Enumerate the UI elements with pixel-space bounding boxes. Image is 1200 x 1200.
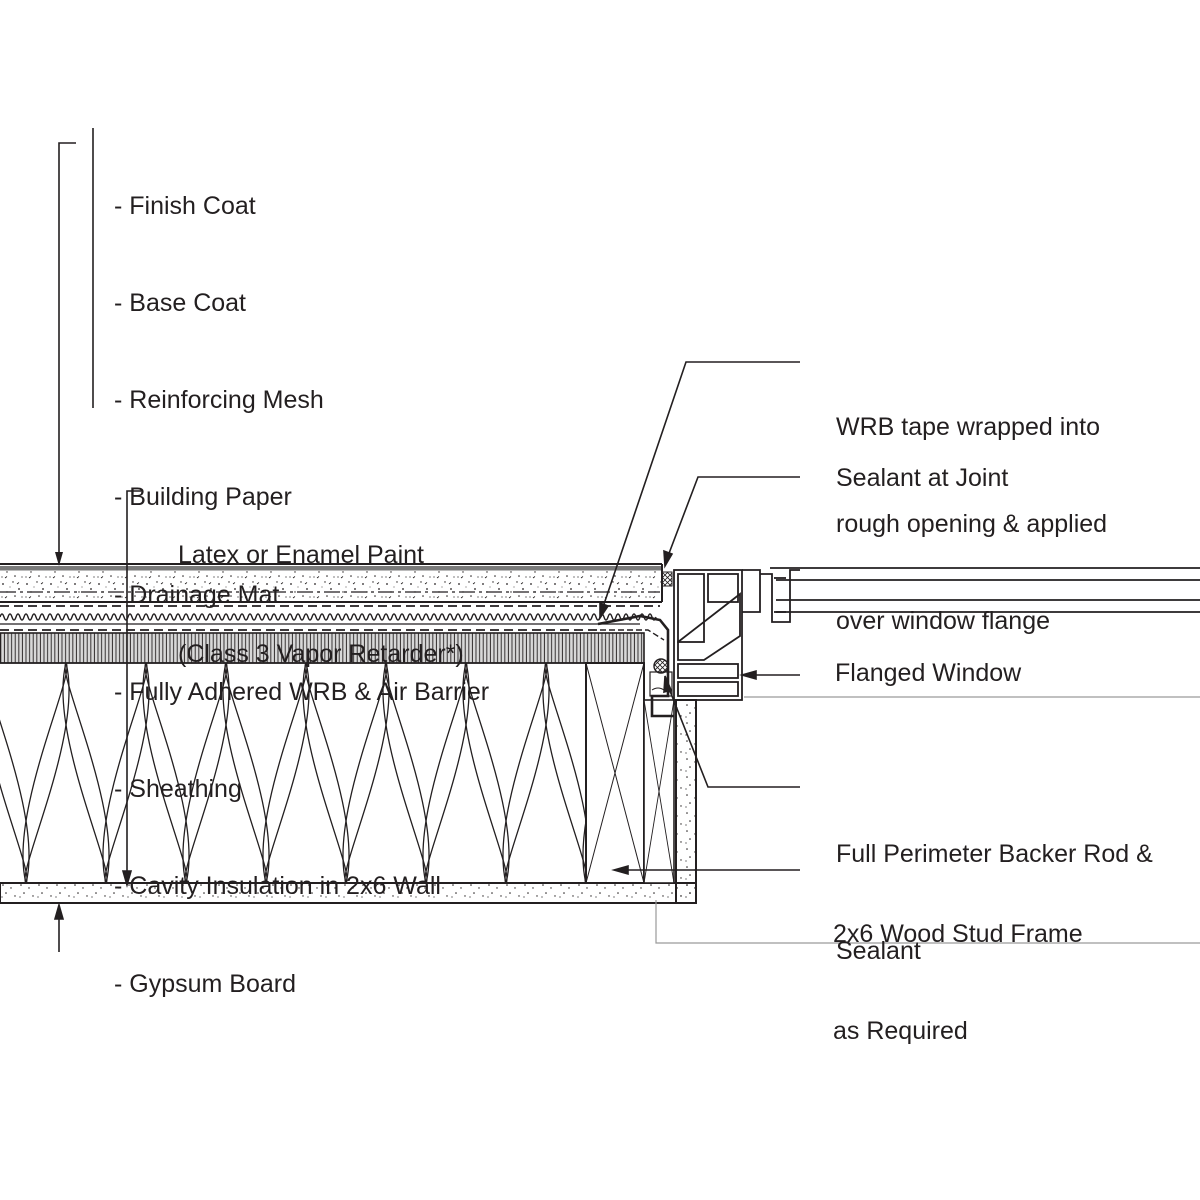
layer-item: - Sheathing bbox=[114, 775, 242, 804]
insulation-loop bbox=[542, 663, 586, 883]
paint-note-line: Latex or Enamel Paint bbox=[178, 541, 424, 569]
paint-note-line: (Class 3 Vapor Retarder*) bbox=[178, 640, 464, 668]
sealant-leader bbox=[663, 476, 800, 569]
paint-leader bbox=[121, 490, 141, 888]
wrb-tape-callout: WRB tape wrapped into rough opening & ap… bbox=[836, 346, 1107, 670]
layers-bracket bbox=[58, 128, 94, 556]
layer-item: - Cavity Insulation in 2x6 Wall bbox=[114, 872, 441, 901]
insulation-loop bbox=[62, 663, 150, 883]
callout-line: WRB tape wrapped into bbox=[836, 412, 1101, 441]
interior-arrow bbox=[53, 902, 65, 952]
callout-line: as Required bbox=[833, 1017, 968, 1046]
window-glazing bbox=[770, 567, 1200, 613]
callout-line: Sealant bbox=[836, 937, 921, 966]
sealant-joint-callout: Sealant at Joint bbox=[836, 464, 1009, 492]
drainage-mat-layer bbox=[0, 613, 657, 625]
exterior-arrow bbox=[55, 552, 63, 566]
insulation-loop bbox=[342, 663, 430, 883]
wall-layers-list: - Finish Coat - Base Coat - Reinforcing … bbox=[114, 125, 489, 1032]
callout-line: Full Perimeter Backer Rod & bbox=[836, 839, 1153, 868]
sealant-joint bbox=[661, 571, 673, 587]
layer-item: - Base Coat bbox=[114, 289, 247, 318]
insulation-loop bbox=[182, 663, 270, 883]
insulation-loop bbox=[302, 663, 390, 883]
callout-line: 2x6 Wood Stud Frame bbox=[833, 919, 1083, 948]
insulation-loop bbox=[142, 663, 230, 883]
layer-item: - Fully Adhered WRB & Air Barrier bbox=[114, 677, 490, 706]
callout-line: over window flange bbox=[836, 607, 1051, 636]
insulation-loop bbox=[22, 663, 110, 883]
finish-coat-layer bbox=[0, 563, 663, 603]
window-leader bbox=[739, 669, 1200, 698]
flanged-window-callout: Flanged Window bbox=[835, 659, 1022, 687]
cavity-insulation-batt bbox=[0, 662, 586, 883]
insulation-loop bbox=[0, 663, 70, 883]
stud-frame-callout: 2x6 Wood Stud Frame as Required bbox=[833, 853, 1083, 1080]
insulation-loop bbox=[502, 663, 586, 883]
layer-item: - Finish Coat bbox=[114, 191, 256, 220]
layer-item: - Building Paper bbox=[114, 483, 292, 512]
layer-item: - Drainage Mat bbox=[114, 580, 280, 609]
insulation-loop bbox=[0, 719, 30, 883]
callout-line: rough opening & applied bbox=[836, 510, 1108, 539]
layer-item: - Reinforcing Mesh bbox=[114, 386, 324, 415]
sheathing-layer bbox=[0, 632, 645, 664]
window-frame-profile bbox=[673, 569, 800, 701]
insulation-loop bbox=[382, 663, 470, 883]
backer-rod-leader bbox=[663, 675, 800, 788]
layer-item: - Gypsum Board bbox=[114, 969, 297, 998]
stud-leader bbox=[611, 864, 1200, 944]
insulation-loop bbox=[462, 663, 550, 883]
insulation-loop bbox=[102, 663, 190, 883]
insulation-loop bbox=[422, 663, 510, 883]
insulation-loop bbox=[262, 663, 350, 883]
insulation-loop bbox=[222, 663, 310, 883]
backer-rod-callout: Full Perimeter Backer Rod & Sealant bbox=[836, 773, 1153, 1000]
paint-note: Latex or Enamel Paint (Class 3 Vapor Ret… bbox=[178, 473, 464, 704]
wrb-tape-leader bbox=[599, 361, 800, 621]
wood-stud-frame bbox=[585, 662, 675, 884]
